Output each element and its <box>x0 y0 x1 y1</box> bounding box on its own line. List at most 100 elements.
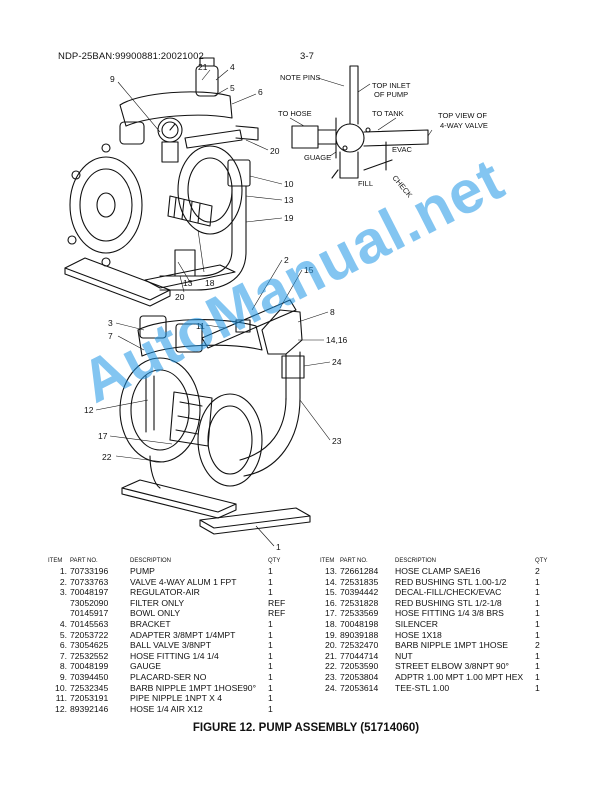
callout-label: 20 <box>270 146 280 156</box>
callout-label: 3 <box>108 318 113 328</box>
lower-pump-illustration <box>119 299 311 535</box>
callout-label: 1 <box>276 542 281 552</box>
part-description: STREET ELBOW 3/8NPT 90° <box>395 661 509 672</box>
part-number: 70733196 <box>70 566 109 576</box>
part-description: PLACARD-SER NO <box>130 671 207 682</box>
to-hose-label: TO HOSE <box>278 109 312 118</box>
callout-label: 21 <box>198 62 208 72</box>
part-description: RED BUSHING STL 1.00-1/2 <box>395 576 507 587</box>
item-number: 22. <box>325 661 337 672</box>
part-number: 70394442 <box>340 587 379 598</box>
item-number: 16. <box>325 597 337 608</box>
part-quantity: 2 <box>535 640 540 651</box>
top-inlet-label-line2: OF PUMP <box>374 90 408 99</box>
part-quantity: 1 <box>268 576 273 587</box>
item-number: 7. <box>59 650 67 661</box>
callout-label: 10 <box>284 179 294 189</box>
part-description: BARB NIPPLE 1MPT 1HOSE <box>395 640 509 651</box>
part-number: 89039188 <box>340 629 379 640</box>
qty-column-header: QTY <box>535 558 548 564</box>
item-number: 5. <box>59 629 67 640</box>
part-description: NUT <box>395 650 413 661</box>
item-number: 2. <box>59 576 67 587</box>
item-number: 19. <box>325 629 337 640</box>
part-quantity: 1 <box>535 650 540 661</box>
part-description: PUMP <box>130 566 155 576</box>
part-number: 70048197 <box>70 587 109 598</box>
part-number: 72533569 <box>340 608 379 619</box>
part-description: HOSE FITTING 1/4 3/8 BRS <box>395 608 504 619</box>
part-description: BARB NIPPLE 1MPT 1HOSE90° <box>130 682 257 693</box>
part-quantity: 1 <box>268 566 273 576</box>
qty-column-header: QTY <box>268 558 281 564</box>
item-number: 13. <box>325 566 337 576</box>
part-description: BOWL ONLY <box>130 608 181 619</box>
part-number: 72053804 <box>340 671 379 682</box>
callout-label: 5 <box>230 83 235 93</box>
part-quantity: 1 <box>268 629 273 640</box>
part-quantity: 1 <box>268 640 273 651</box>
part-quantity: 1 <box>268 693 273 704</box>
upper-pump-illustration <box>64 57 259 307</box>
part-number: 72532345 <box>70 682 109 693</box>
note-pins-label: NOTE PINS <box>280 73 320 82</box>
callout-label: 13 <box>284 195 294 205</box>
parts-table-right: ITEM PART NO. DESCRIPTION QTY 13.7266128… <box>320 557 565 693</box>
callout-label: 7 <box>108 331 113 341</box>
item-number: 17. <box>325 608 337 619</box>
part-description: HOSE 1X18 <box>395 629 442 640</box>
item-number <box>48 598 70 609</box>
pump-assembly-drawing: 21 4 9 5 6 20 10 13 19 13 18 20 2 15 11 … <box>64 57 488 552</box>
callout-label: 2 <box>284 255 289 265</box>
part-number: 72531835 <box>340 576 379 587</box>
part-quantity: 1 <box>535 661 540 672</box>
part-quantity: 1 <box>268 618 273 629</box>
part-number: 70048198 <box>340 618 379 629</box>
part-description: REGULATOR-AIR <box>130 587 200 598</box>
item-number: 21. <box>325 650 337 661</box>
part-description: FILTER ONLY <box>130 597 185 608</box>
part-column-header: PART NO. <box>340 558 368 564</box>
item-number: 15. <box>325 587 337 598</box>
part-quantity: 1 <box>535 682 540 693</box>
part-quantity: REF <box>268 608 286 619</box>
part-number: 72053590 <box>340 661 379 672</box>
part-description: HOSE FITTING 1/4 1/4 <box>130 650 219 661</box>
evac-label: EVAC <box>392 145 412 154</box>
part-quantity: 1 <box>535 576 540 587</box>
part-quantity: 1 <box>268 650 273 661</box>
figure-caption: FIGURE 12. PUMP ASSEMBLY (51714060) <box>192 722 420 734</box>
callout-label: 9 <box>110 74 115 84</box>
part-description: DECAL-FILL/CHECK/EVAC <box>395 587 502 598</box>
part-description: GAUGE <box>130 661 162 672</box>
item-number: 4. <box>59 618 67 629</box>
part-number: 72661284 <box>340 566 379 576</box>
part-quantity: 1 <box>268 682 273 693</box>
callout-label: 8 <box>330 307 335 317</box>
part-description: BALL VALVE 3/8NPT <box>130 640 212 651</box>
part-number: 72532552 <box>70 650 109 661</box>
part-number: 72053722 <box>70 629 109 640</box>
part-description: PIPE NIPPLE 1NPT X 4 <box>130 693 223 704</box>
parts-table-left: ITEM PART NO. DESCRIPTION QTY 1.70733196… <box>48 557 298 714</box>
part-column-header: PART NO. <box>70 558 98 564</box>
parts-row: 7.72532552 HOSE FITTING 1/4 1/4 1 <box>48 651 298 662</box>
part-number: 70145917 <box>70 608 109 619</box>
item-number: 24. <box>325 682 337 693</box>
